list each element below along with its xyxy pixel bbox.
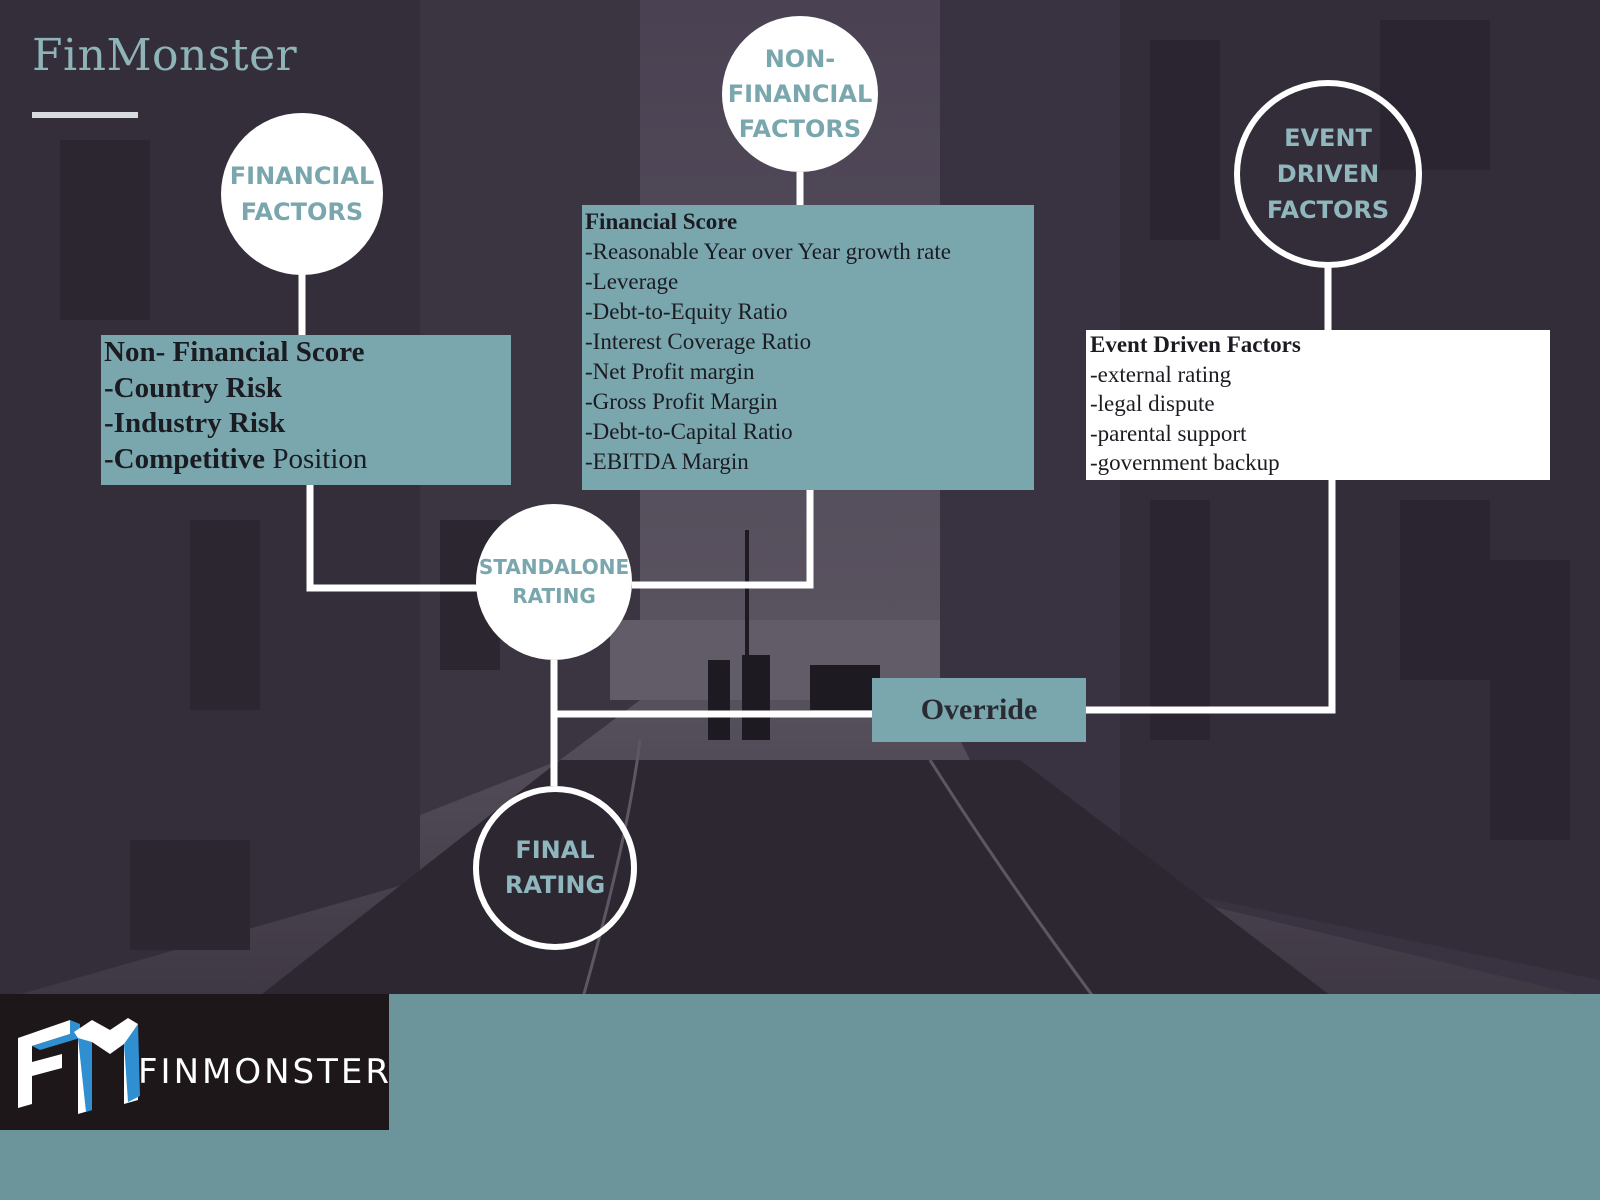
event-item: -parental support: [1090, 420, 1247, 446]
financial-item: -Interest Coverage Ratio: [585, 329, 812, 354]
event-driven-factors-circle: EVENT DRIVEN FACTORS: [1234, 80, 1422, 268]
financial-score-box: Financial Score -Reasonable Year over Ye…: [582, 205, 1034, 490]
competitive-bold: -Competitive: [104, 442, 266, 475]
non-financial-score-box: Non- Financial Score -Country Risk -Indu…: [101, 335, 511, 485]
event-driven-title: Event Driven Factors: [1090, 332, 1301, 357]
event-driven-factors-label: EVENT DRIVEN FACTORS: [1266, 124, 1390, 224]
final-rating-circle: FINAL RATING: [473, 786, 637, 950]
event-item: -legal dispute: [1090, 391, 1215, 416]
logo-mark-icon: [18, 1018, 140, 1114]
override-label: Override: [920, 693, 1038, 726]
finmonster-logo: FINMONSTER: [0, 994, 389, 1130]
non-financial-factors-circle: NON- FINANCIAL FACTORS: [722, 16, 878, 172]
event-item: -government backup: [1090, 450, 1280, 475]
event-item: -external rating: [1090, 361, 1232, 387]
title-underline: [32, 112, 138, 118]
financial-factors-label: FINANCIAL FACTORS: [229, 162, 375, 226]
financial-item: -Gross Profit Margin: [585, 389, 778, 414]
page-title: FinMonster: [32, 30, 298, 81]
financial-item: -Leverage: [585, 269, 679, 294]
non-financial-item: -Industry Risk: [104, 407, 286, 439]
connector-fin-box-to-standalone: [632, 490, 814, 589]
financial-item: -EBITDA Margin: [585, 449, 749, 474]
override-box: Override: [872, 678, 1086, 742]
financial-item: -Reasonable Year over Year growth rate: [585, 239, 951, 264]
event-driven-factors-box: Event Driven Factors -external rating -l…: [1086, 330, 1550, 480]
non-financial-item: -Country Risk: [104, 371, 283, 404]
non-financial-factors-label: NON- FINANCIAL FACTORS: [727, 44, 873, 143]
financial-item: -Net Profit margin: [585, 359, 755, 384]
financial-item: -Debt-to-Equity Ratio: [585, 299, 788, 324]
connector-nf-box-to-standalone: [306, 484, 480, 592]
competitive-rest: Position: [265, 442, 368, 475]
final-rating-label: FINAL RATING: [504, 836, 606, 899]
financial-item: -Debt-to-Capital Ratio: [585, 419, 793, 444]
connector-event-box-to-override: [1086, 480, 1336, 714]
financial-score-title: Financial Score: [585, 209, 738, 234]
financial-factors-circle: FINANCIAL FACTORS: [221, 113, 383, 275]
standalone-rating-label: STANDALONE RATING: [478, 555, 630, 608]
logo-wordmark: FINMONSTER: [138, 1052, 393, 1092]
standalone-rating-circle: STANDALONE RATING: [476, 504, 632, 660]
non-financial-item: -Competitive Position: [104, 442, 511, 478]
non-financial-score-title: Non- Financial Score: [104, 336, 365, 368]
